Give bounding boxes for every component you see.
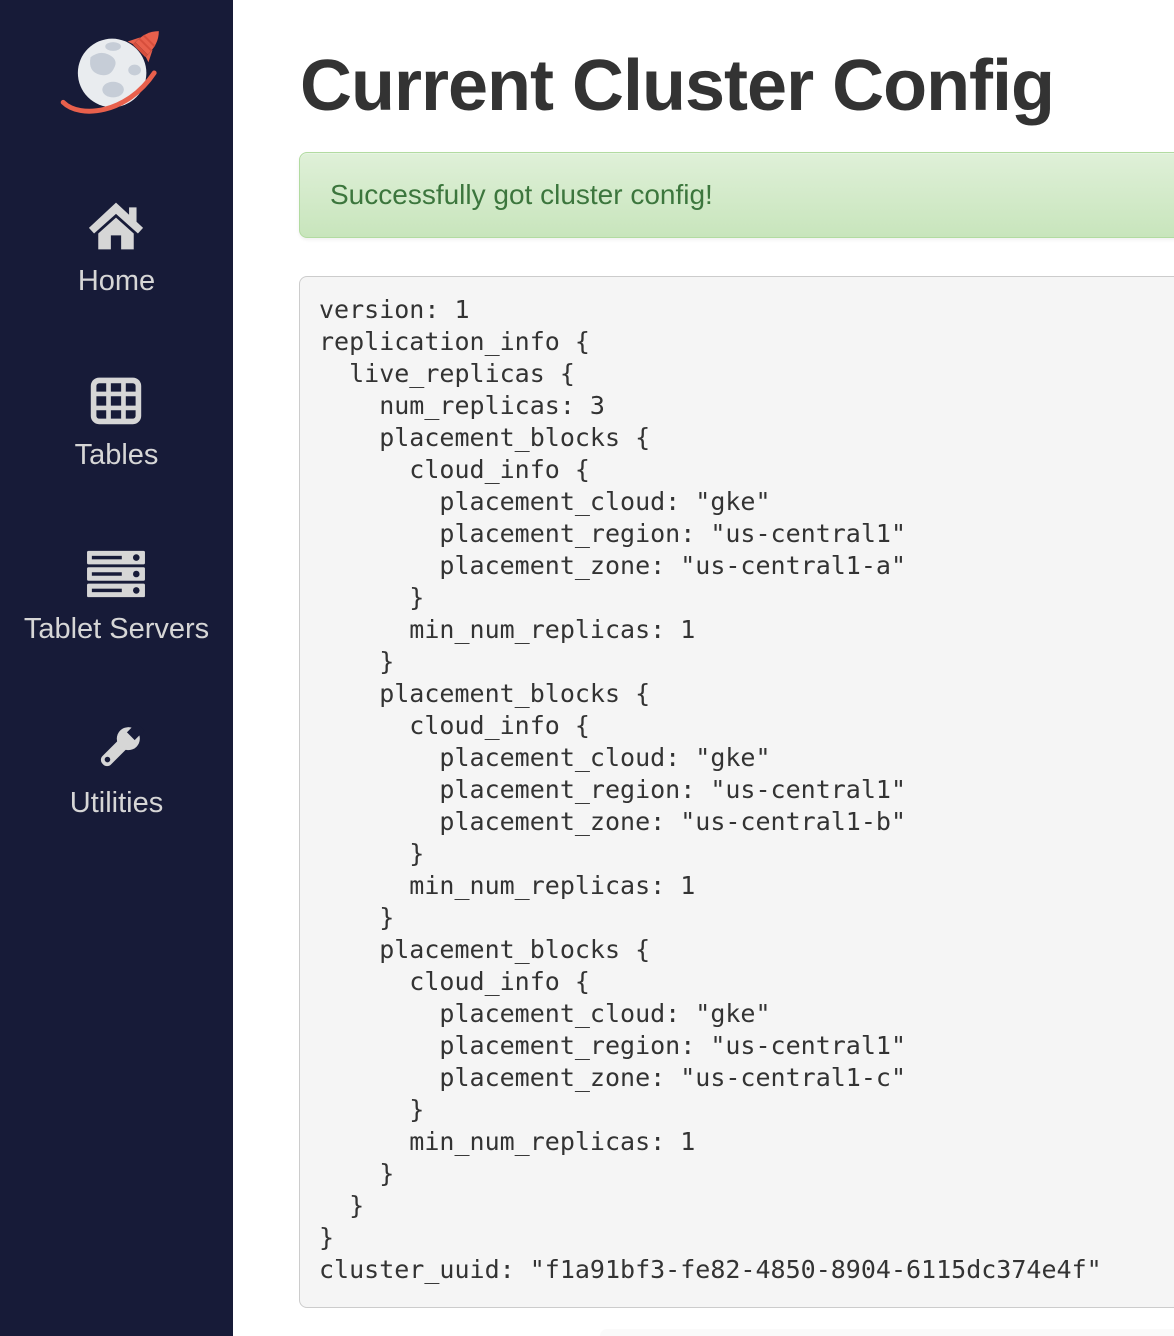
sidebar-item-label: Tables [74,439,159,471]
sidebar: Home Tables [0,0,233,1336]
page-title: Current Cluster Config [300,46,1055,126]
success-alert: Successfully got cluster config! [299,152,1174,238]
app-logo[interactable] [58,24,176,116]
tables-icon [88,372,144,428]
sidebar-item-utilities[interactable]: Utilities [70,720,163,818]
sidebar-nav: Home Tables [0,198,233,894]
success-alert-message: Successfully got cluster config! [330,179,713,210]
main-content: Current Cluster Config Successfully got … [233,0,1174,1308]
sidebar-item-label: Utilities [69,787,164,819]
home-icon [88,198,144,254]
partial-element-bottom [600,1329,1174,1336]
servers-icon [86,546,146,602]
globe-rocket-logo-icon [60,31,159,114]
sidebar-item-home[interactable]: Home [78,198,155,296]
cluster-config-text: version: 1 replication_info { live_repli… [299,276,1174,1308]
sidebar-item-tablet-servers[interactable]: Tablet Servers [24,546,209,644]
sidebar-item-tables[interactable]: Tables [74,372,159,471]
sidebar-item-label: Tablet Servers [23,613,210,645]
sidebar-item-label: Home [77,265,156,297]
wrench-icon [87,720,147,776]
